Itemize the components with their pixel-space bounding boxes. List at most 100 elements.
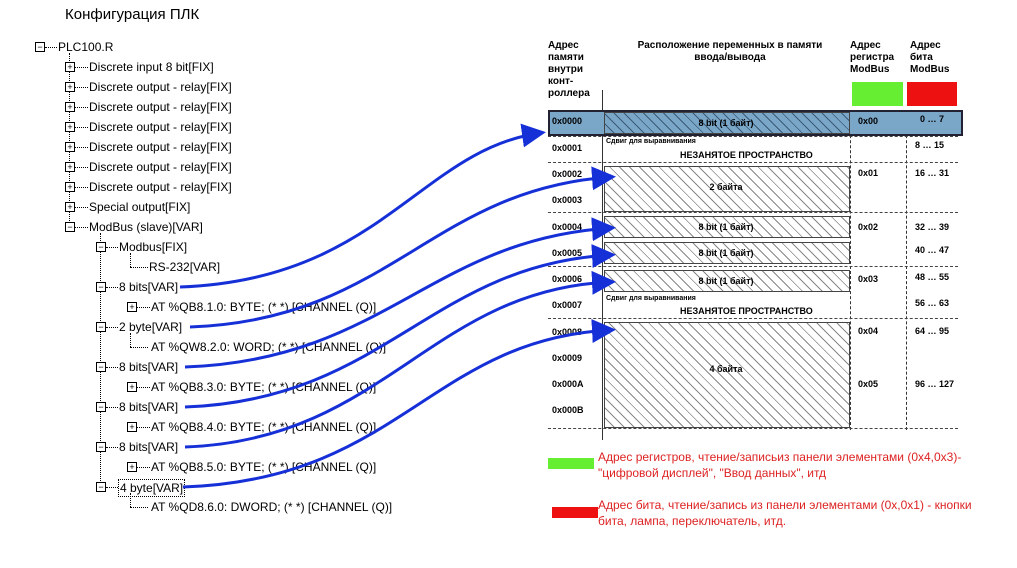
legend-red-text: Адрес бита, чтение/запись из панели элем… [598, 498, 972, 528]
row-divider [548, 212, 958, 213]
tree-item-var[interactable]: 8 bits[VAR] [119, 440, 179, 454]
tree-item-channel[interactable]: AT %QB8.4.0: BYTE; (* *) [CHANNEL (Q)] [151, 420, 377, 434]
unused-space-label: НЕЗАНЯТОЕ ПРОСТРАНСТВО [680, 150, 813, 160]
row-divider [548, 266, 958, 267]
shift-label: Сдвиг для выравнивания [606, 295, 696, 302]
mapping-arrow [184, 217, 616, 369]
tree-item-discrete-output[interactable]: Discrete output - relay[FIX] [89, 120, 232, 134]
collapse-toggle[interactable]: − [65, 222, 75, 232]
expand-toggle[interactable]: + [65, 182, 75, 192]
memory-address: 0x0007 [552, 300, 583, 310]
collapse-toggle[interactable]: − [96, 282, 106, 292]
mapping-arrow [179, 123, 546, 289]
legend-green-swatch [548, 458, 594, 469]
tree-item-discrete-output[interactable]: Discrete output - relay[FIX] [89, 100, 232, 114]
collapse-toggle[interactable]: − [96, 482, 106, 492]
red-bit-swatch [907, 82, 957, 106]
tree-item-channel[interactable]: AT %QW8.2.0: WORD; (* *) [CHANNEL (Q)] [151, 340, 387, 354]
expand-toggle[interactable]: + [65, 202, 75, 212]
grid-line [906, 110, 907, 430]
tree-item-channel[interactable]: AT %QB8.5.0: BYTE; (* *) [CHANNEL (Q)] [151, 460, 377, 474]
expand-toggle[interactable]: + [127, 422, 137, 432]
memory-address: 0x0005 [552, 248, 583, 258]
memory-block-label: 2 байта [709, 182, 743, 192]
mapping-arrow [182, 319, 616, 489]
collapse-toggle[interactable]: − [96, 362, 106, 372]
memory-block-label: 4 байта [709, 364, 743, 374]
expand-toggle[interactable]: + [127, 302, 137, 312]
memory-block-2 [604, 166, 850, 212]
mapping-arrow [189, 166, 616, 329]
legend-red-swatch [552, 507, 598, 518]
modbus-bit-address: 32 … 39 [915, 222, 950, 232]
tree-item-discrete-output[interactable]: Discrete output - relay[FIX] [89, 140, 232, 154]
row-divider [548, 136, 958, 137]
header-modbus-bit: Адрес бита ModBus [910, 40, 950, 75]
modbus-bit-address: 48 … 55 [915, 272, 950, 282]
tree-item-discrete-output[interactable]: Discrete output - relay[FIX] [89, 160, 232, 174]
mapping-arrow [184, 270, 616, 449]
modbus-register-address: 0x05 [858, 379, 879, 389]
memory-block-label: 8 bit (1 байт) [698, 222, 754, 232]
header-memory-address: Адрес памяти внутри конт-роллера [548, 40, 590, 99]
expand-toggle[interactable]: + [127, 382, 137, 392]
row-divider [548, 318, 958, 319]
modbus-register-address: 0x00 [858, 116, 879, 126]
tree-item-var[interactable]: 2 byte[VAR] [119, 320, 183, 334]
memory-block-label: 8 bit (1 байт) [698, 276, 754, 286]
memory-address: 0x0003 [552, 195, 583, 205]
modbus-register-address: 0x01 [858, 168, 879, 178]
modbus-bit-address: 16 … 31 [915, 168, 950, 178]
tree-item-modbus-slave[interactable]: ModBus (slave)[VAR] [89, 220, 203, 234]
tree-item-var[interactable]: 8 bits[VAR] [119, 360, 179, 374]
expand-toggle[interactable]: + [65, 82, 75, 92]
expand-toggle[interactable]: + [65, 62, 75, 72]
modbus-bit-address: 96 … 127 [915, 379, 955, 389]
collapse-toggle-root[interactable]: − [35, 42, 45, 52]
legend-green-text: Адрес регистров, чтение/записьиз панели … [598, 450, 962, 480]
modbus-bit-address: 0 … 7 [920, 114, 945, 124]
collapse-toggle[interactable]: − [96, 322, 106, 332]
modbus-bit-address: 8 … 15 [915, 140, 945, 150]
collapse-toggle[interactable]: − [96, 242, 106, 252]
tree-item-channel[interactable]: AT %QB8.3.0: BYTE; (* *) [CHANNEL (Q)] [151, 380, 377, 394]
expand-toggle[interactable]: + [127, 462, 137, 472]
modbus-register-address: 0x03 [858, 274, 879, 284]
memory-block-label: 8 bit (1 байт) [698, 118, 754, 128]
tree-item-modbus-fix[interactable]: Modbus[FIX] [119, 240, 188, 254]
tree-item-var[interactable]: 8 bits[VAR] [119, 400, 179, 414]
expand-toggle[interactable]: + [65, 162, 75, 172]
modbus-register-address: 0x02 [858, 222, 879, 232]
header-memory-layout: Расположение переменных в памяти ввода/в… [637, 40, 823, 63]
tree-item-channel[interactable]: AT %QD8.6.0: DWORD; (* *) [CHANNEL (Q)] [151, 500, 393, 514]
green-register-swatch [852, 82, 903, 106]
tree-item-var[interactable]: 8 bits[VAR] [119, 280, 179, 294]
tree-item-rs232[interactable]: RS-232[VAR] [149, 260, 221, 274]
expand-toggle[interactable]: + [65, 102, 75, 112]
memory-address: 0x0000 [552, 116, 583, 126]
row-divider [548, 162, 958, 163]
memory-address: 0x0004 [552, 222, 583, 232]
mapping-arrow [184, 244, 616, 409]
tree-item-discrete-output[interactable]: Discrete output - relay[FIX] [89, 180, 232, 194]
header-modbus-register: Адрес регистра ModBus [850, 40, 895, 75]
tree-item-discrete-input[interactable]: Discrete input 8 bit[FIX] [89, 60, 214, 74]
memory-block-1 [604, 112, 850, 134]
collapse-toggle[interactable]: − [96, 442, 106, 452]
grid-line [850, 110, 851, 430]
plc-config-tree: − PLC100.R + Discrete input 8 bit[FIX] +… [35, 40, 393, 514]
expand-toggle[interactable]: + [65, 122, 75, 132]
tree-root-plc[interactable]: PLC100.R [58, 40, 114, 54]
shift-label: Сдвиг для выравнивания [606, 138, 696, 145]
modbus-bit-address: 40 … 47 [915, 245, 950, 255]
memory-block-6 [604, 322, 850, 428]
modbus-bit-address: 64 … 95 [915, 326, 950, 336]
tree-item-channel[interactable]: AT %QB8.1.0: BYTE; (* *) [CHANNEL (Q)] [151, 300, 377, 314]
expand-toggle[interactable]: + [65, 142, 75, 152]
tree-item-special-output[interactable]: Special output[FIX] [89, 200, 191, 214]
collapse-toggle[interactable]: − [96, 402, 106, 412]
memory-address: 0x0001 [552, 143, 583, 153]
memory-block-label: 8 bit (1 байт) [698, 248, 754, 258]
tree-item-discrete-output[interactable]: Discrete output - relay[FIX] [89, 80, 232, 94]
